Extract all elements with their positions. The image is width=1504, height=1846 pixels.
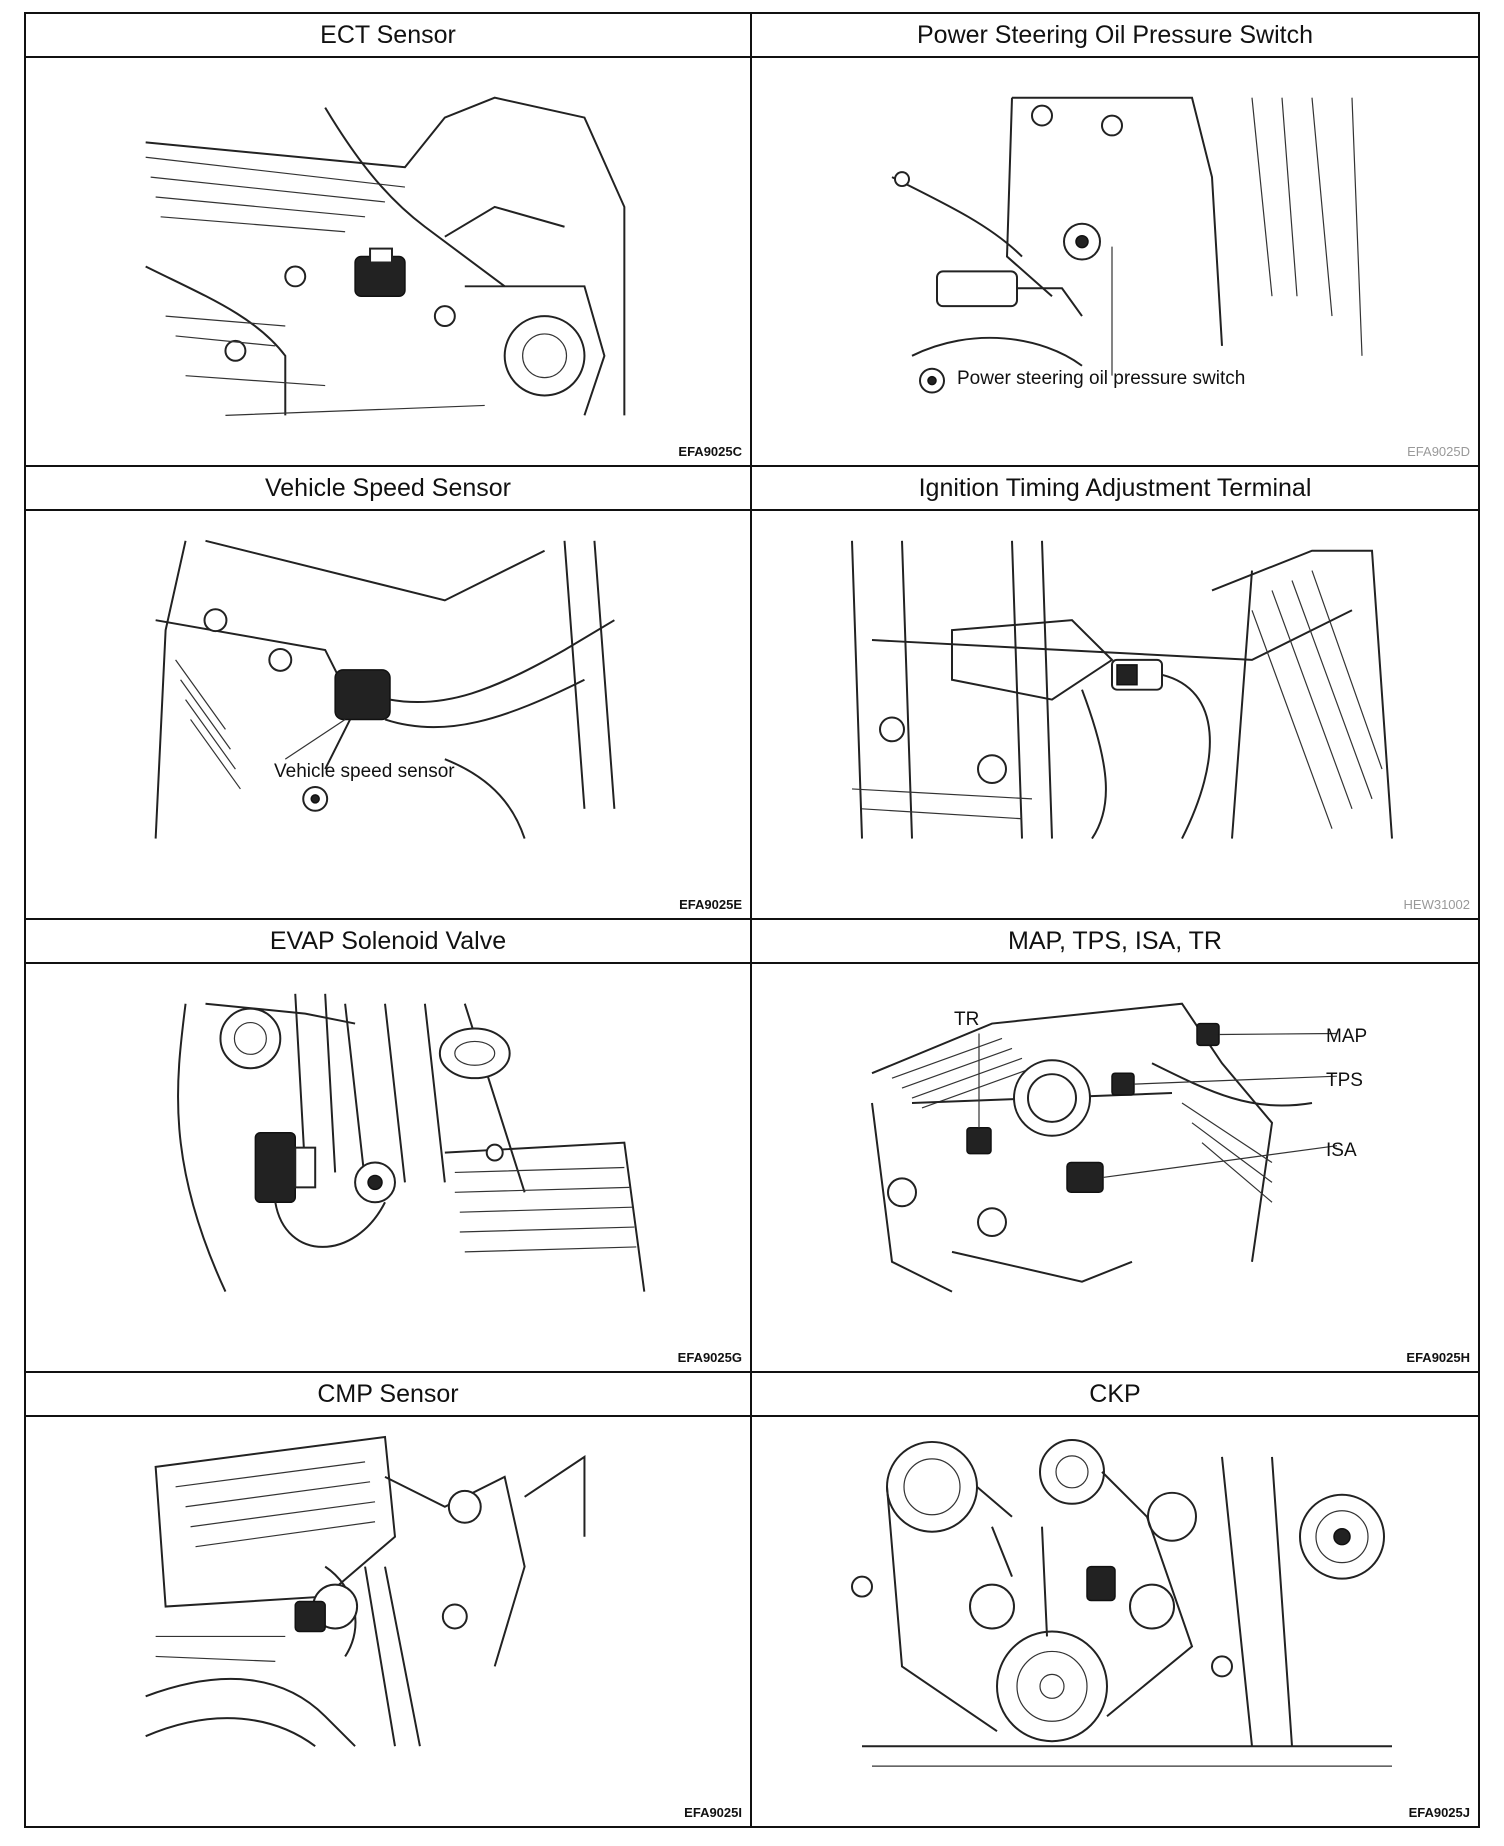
ignition-timing-terminal-drawing [851,540,1393,840]
callout-tps: TPS [1326,1070,1363,1091]
callout-power-steering-switch: Power steering oil pressure switch [957,368,1246,389]
callout-vehicle-speed-sensor: Vehicle speed sensor [274,761,455,782]
panel-illustration: TR MAP TPS ISA EFA9025H [752,964,1478,1371]
panel-map-tps-isa-tr: MAP, TPS, ISA, TR [752,920,1478,1373]
panel-title: Power Steering Oil Pressure Switch [752,14,1478,58]
panel-title: EVAP Solenoid Valve [26,920,750,964]
panel-title: CMP Sensor [26,1373,750,1417]
callout-map: MAP [1326,1026,1368,1047]
panel-illustration: Power steering oil pressure switch EFA90… [752,58,1478,465]
throttle-body-drawing [871,1002,1338,1293]
vehicle-speed-sensor-drawing [154,539,616,839]
figure-code: EFA9025J [1408,1805,1470,1820]
figure-code: EFA9025D [1407,444,1470,459]
panel-evap-solenoid-valve: EVAP Solenoid Valve EFA9025G [26,920,752,1373]
panel-illustration: EFA9025C [26,58,750,465]
sensor-location-grid: ECT Sensor EFA9025C Power Steering Oil [24,12,1480,1828]
ckp-timing-belt-drawing [851,1438,1392,1767]
panel-title: ECT Sensor [26,14,750,58]
figure-code: EFA9025I [684,1805,742,1820]
panel-cmp-sensor: CMP Sensor EFA9025I [26,1373,752,1826]
panel-ect-sensor: ECT Sensor EFA9025C [26,14,752,467]
power-steering-switch-drawing [891,96,1363,394]
panel-title: CKP [752,1373,1478,1417]
figure-code: EFA9025G [677,1350,742,1365]
panel-ckp: CKP [752,1373,1478,1826]
panel-power-steering-switch: Power Steering Oil Pressure Switch Power… [752,14,1478,467]
panel-vehicle-speed-sensor: Vehicle Speed Sensor Vehicle speed senso… [26,467,752,920]
figure-code: HEW31002 [1403,897,1470,912]
panel-title: MAP, TPS, ISA, TR [752,920,1478,964]
panel-illustration: EFA9025J [752,1417,1478,1826]
figure-code: EFA9025E [679,897,742,912]
cmp-sensor-drawing [145,1435,586,1747]
panel-illustration: Vehicle speed sensor EFA9025E [26,511,750,918]
panel-illustration: EFA9025I [26,1417,750,1826]
figure-code: EFA9025C [678,444,742,459]
panel-illustration: EFA9025G [26,964,750,1371]
panel-title: Vehicle Speed Sensor [26,467,750,511]
panel-title: Ignition Timing Adjustment Terminal [752,467,1478,511]
ect-sensor-drawing [145,96,626,416]
panel-illustration: HEW31002 [752,511,1478,918]
evap-solenoid-valve-drawing [177,993,646,1293]
callout-isa: ISA [1326,1140,1357,1161]
figure-code: EFA9025H [1406,1350,1470,1365]
panel-ignition-timing-terminal: Ignition Timing Adjustment Terminal HEW3… [752,467,1478,920]
callout-tr: TR [954,1009,980,1030]
